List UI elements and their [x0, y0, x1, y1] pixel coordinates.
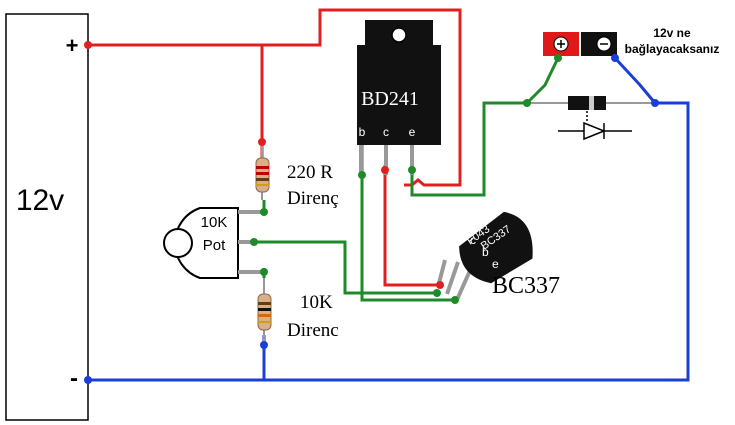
pot-label-1: 10K [201, 214, 228, 231]
resistor-bottom-label-2: Direnc [287, 320, 339, 341]
bd241-label: BD241 [361, 88, 419, 110]
battery-icon [5, 13, 89, 421]
potentiometer-icon [163, 207, 262, 279]
diode-icon [527, 96, 655, 110]
bd241-pin-c: c [383, 125, 389, 139]
supply-minus: - [70, 365, 78, 392]
supply-label: 12v [16, 184, 64, 217]
resistor-top-label-2: Direnç [287, 188, 339, 209]
resistor-icon [255, 145, 270, 200]
resistor-bottom-label-1: 10K [300, 292, 333, 313]
pot-label-2: Pot [203, 237, 226, 254]
resistor-bottom-icon [257, 278, 272, 345]
bc337-label: BC337 [492, 273, 560, 299]
output-label-2: bağlayacaksanız [625, 42, 720, 56]
diode-symbol-icon [558, 111, 632, 141]
bc337-pin-c: c [470, 233, 476, 247]
junction-dots [84, 41, 659, 384]
output-label-1: 12v ne [653, 26, 691, 40]
bd241-pin-e: e [409, 125, 416, 139]
supply-plus: + [66, 33, 79, 58]
bc337-pin-e: e [492, 257, 499, 271]
resistor-top-label-1: 220 R [287, 162, 333, 183]
bd241-pin-b: b [359, 125, 366, 139]
bc337-pin-b: b [482, 245, 489, 259]
connector-icon [543, 32, 617, 56]
